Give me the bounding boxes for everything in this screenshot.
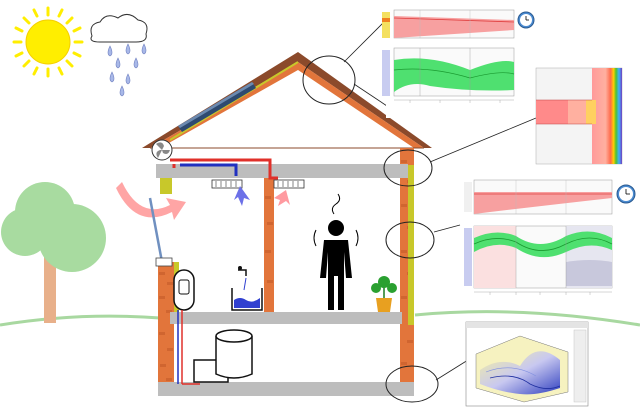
clock-icon [517, 11, 535, 29]
roof-simulation-panel [382, 8, 535, 118]
person-icon [313, 193, 359, 310]
warm-air-arrow [116, 182, 186, 220]
plant-icon [371, 276, 397, 312]
fan-icon [151, 139, 173, 161]
house-walls [155, 148, 414, 388]
ventilation-pipes [170, 158, 278, 180]
detail-callouts [302, 55, 439, 403]
faucet-icon [231, 266, 263, 311]
boiler-icon [193, 329, 253, 383]
clock-icon [616, 184, 636, 204]
wall-gradient-panel [535, 67, 623, 165]
sun-icon [12, 6, 84, 78]
temperature-profile-plot [464, 179, 613, 215]
wall-cross-section-gradient [536, 68, 622, 164]
temperature-profile-plot [382, 9, 515, 39]
floors [156, 164, 414, 396]
tree-icon [1, 182, 106, 323]
sensor-mast [148, 197, 164, 263]
foundation-3d-panel [465, 321, 589, 407]
solar-panel-icon [178, 82, 256, 132]
callout-connectors [343, 13, 537, 381]
moisture-profile-plot [464, 225, 613, 295]
water-pipes [177, 310, 200, 385]
water-heater-icon [173, 269, 195, 311]
ground-line [0, 310, 640, 327]
rain-cloud-icon [90, 14, 148, 97]
moisture-profile-plot [382, 47, 515, 103]
3d-thermal-surface-plot [475, 335, 569, 403]
ceiling-vent-exhaust [273, 179, 305, 206]
ceiling-vent-supply [211, 179, 250, 206]
wall-simulation-panel [462, 178, 636, 308]
